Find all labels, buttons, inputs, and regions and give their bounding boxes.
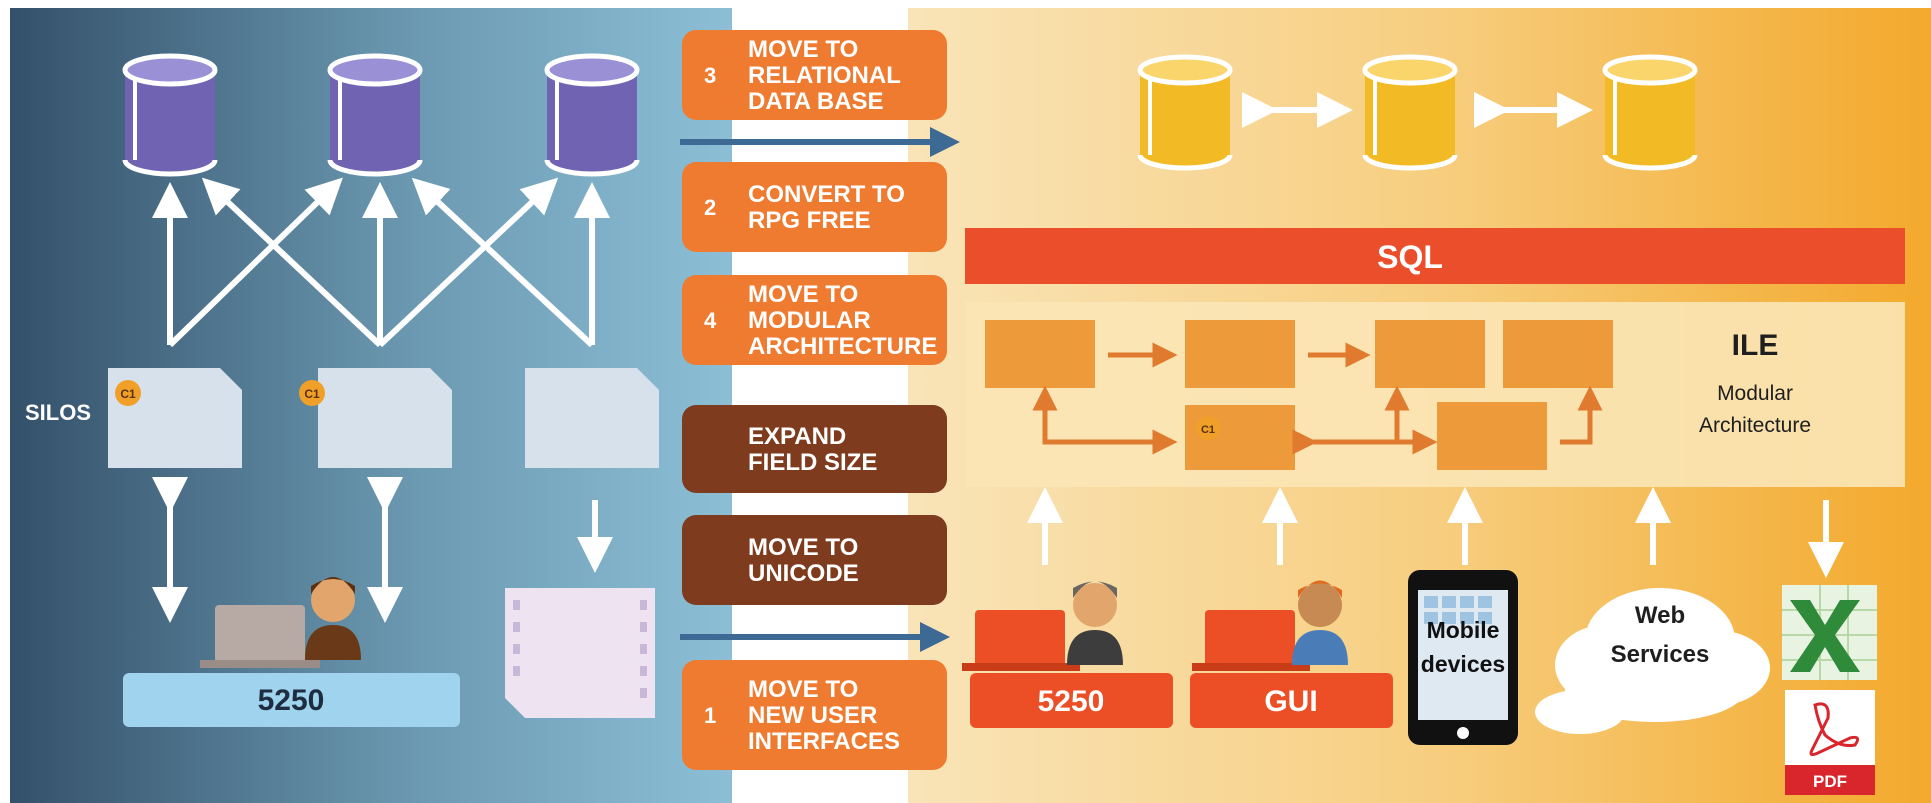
mobile-label-line2: devices (1421, 651, 1505, 677)
printout-icon (505, 588, 655, 718)
step-number: 1 (704, 703, 716, 728)
step-label-line: DATA BASE (748, 88, 884, 115)
c1-badge: C1 (115, 380, 141, 406)
c1-badge: C1 (1196, 416, 1220, 440)
laptop-icon (1192, 610, 1310, 671)
terminal-5250-label: 5250 (258, 684, 325, 717)
step-box-bg (682, 275, 947, 365)
pdf-icon (1785, 690, 1875, 795)
database-icon (544, 53, 640, 177)
database-icon (327, 53, 423, 177)
step-label-line: RPG FREE (748, 207, 871, 234)
sql-label: SQL (1377, 239, 1443, 275)
step-box-bg (682, 515, 947, 605)
step-label-line: MODULAR (748, 307, 871, 334)
step-label-line: MOVE TO (748, 36, 858, 63)
terminal-5250-bar (970, 673, 1173, 728)
silo-terminal-arrows (152, 477, 613, 623)
step-label-line: MOVE TO (748, 676, 858, 703)
step-box-bg (682, 660, 947, 770)
c1-badge: C1 (299, 380, 325, 406)
pdf-label: PDF (1813, 772, 1847, 791)
client-to-ile-arrows (1027, 487, 1844, 578)
excel-icon (1782, 585, 1877, 680)
silo-program-box (525, 368, 659, 468)
step-label-line: ARCHITECTURE (748, 333, 937, 360)
gui-bar (1190, 673, 1393, 728)
ile-title: ILE (1732, 329, 1779, 362)
sql-bar (965, 228, 1905, 284)
database-icon (1362, 54, 1458, 171)
user-avatar-icon (1067, 581, 1123, 665)
svg-text:C1: C1 (1201, 424, 1215, 436)
svg-text:C1: C1 (304, 387, 320, 401)
step-box-bg (682, 405, 947, 493)
step-number: 3 (704, 63, 716, 88)
silo-program-box (318, 368, 452, 468)
silo-program-box (108, 368, 242, 468)
laptop-icon (962, 610, 1080, 671)
cloud-icon (1535, 588, 1770, 734)
svg-text:C1: C1 (120, 387, 136, 401)
step-label-line: MOVE TO (748, 281, 858, 308)
web-services-line2: Services (1611, 641, 1710, 668)
gui-label: GUI (1264, 685, 1317, 718)
step-label-line: FIELD SIZE (748, 449, 877, 476)
terminal-5250-label: 5250 (1038, 685, 1105, 718)
terminal-5250-bar (123, 673, 460, 727)
step-box-bg (682, 30, 947, 120)
step-number: 4 (704, 308, 717, 333)
ile-subtitle-2: Architecture (1699, 414, 1811, 437)
silo-to-database-arrows (152, 177, 610, 348)
step-label-line: INTERFACES (748, 728, 900, 755)
step-label-line: UNICODE (748, 560, 859, 587)
module-flow-arrows (1032, 342, 1603, 455)
database-icon (122, 53, 218, 177)
user-avatar-icon (1292, 580, 1348, 665)
database-icon (1137, 54, 1233, 171)
step-box-bg (682, 162, 947, 252)
step-number: 2 (704, 195, 716, 220)
step-label-line: MOVE TO (748, 534, 858, 561)
ile-subtitle-1: Modular (1717, 382, 1793, 405)
step-label-line: CONVERT TO (748, 181, 905, 208)
mobile-label-line1: Mobile (1427, 617, 1500, 643)
ile-modules (985, 320, 1613, 470)
step-label-line: NEW USER (748, 702, 877, 729)
silos-label: SILOS (25, 400, 91, 425)
step-label-line: RELATIONAL (748, 62, 901, 89)
laptop-icon (200, 605, 320, 668)
mobile-device-icon (1408, 570, 1518, 745)
database-icon (1602, 54, 1698, 171)
step-label-line: EXPAND (748, 423, 846, 450)
user-avatar-icon (305, 577, 361, 660)
web-services-line1: Web (1635, 602, 1685, 629)
